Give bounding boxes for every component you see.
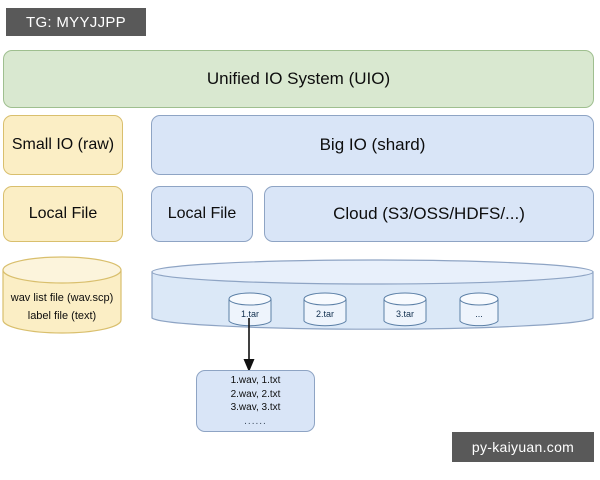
big-io-box: Big IO (shard) xyxy=(151,115,594,175)
cylinder-shape-icon xyxy=(303,292,347,327)
tg-watermark-label: TG: MYYJJPP xyxy=(26,13,126,31)
site-watermark-chip: py-kaiyuan.com xyxy=(452,432,594,462)
small-io-label: Small IO (raw) xyxy=(11,136,115,153)
unified-io-system-box: Unified IO System (UIO) xyxy=(3,50,594,108)
big-io-label: Big IO (shard) xyxy=(319,135,426,155)
cloud-storage-label: Cloud (S3/OSS/HDFS/...) xyxy=(333,204,525,224)
raw-file-store-cylinder: wav list file (wav.scp) label file (text… xyxy=(2,256,122,334)
shard-expand-arrow-icon xyxy=(243,318,255,372)
shard-content-ellipsis: ...... xyxy=(244,415,267,427)
shard-store-cylinder xyxy=(151,259,594,333)
local-file-shard-box: Local File xyxy=(151,186,253,242)
shard-cylinder-3: 3.tar xyxy=(383,292,427,328)
shard-cylinder-more: ... xyxy=(459,292,499,328)
unified-io-system-label: Unified IO System (UIO) xyxy=(206,69,391,89)
local-file-raw-box: Local File xyxy=(3,186,123,242)
shard-cylinder-2: 2.tar xyxy=(303,292,347,328)
cylinder-shape-icon xyxy=(228,292,272,327)
shard-content-row-1: 1.wav, 1.txt xyxy=(230,375,281,386)
shard-content-row-2: 2.wav, 2.txt xyxy=(230,388,281,400)
tg-watermark-chip: TG: MYYJJPP xyxy=(6,8,146,36)
cloud-storage-box: Cloud (S3/OSS/HDFS/...) xyxy=(264,186,594,242)
site-watermark-label: py-kaiyuan.com xyxy=(471,439,575,455)
small-io-box: Small IO (raw) xyxy=(3,115,123,175)
cylinder-shape-icon xyxy=(383,292,427,327)
cylinder-shape-icon xyxy=(459,292,499,327)
cylinder-shape-icon xyxy=(151,259,594,330)
shard-contents-box: 1.wav, 1.txt 2.wav, 2.txt 3.wav, 3.txt .… xyxy=(196,370,315,432)
local-file-shard-label: Local File xyxy=(167,205,237,222)
shard-content-row-3: 3.wav, 3.txt xyxy=(230,402,281,413)
cylinder-shape-icon xyxy=(2,256,122,334)
local-file-raw-label: Local File xyxy=(28,205,98,222)
